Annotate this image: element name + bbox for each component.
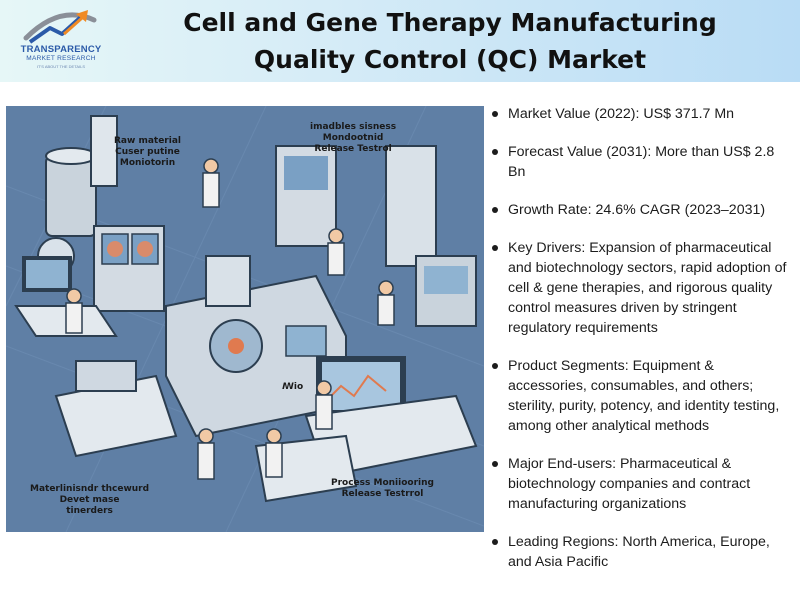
list-item: Growth Rate: 24.6% CAGR (2023–2031) xyxy=(490,200,795,220)
logo-tagline: IT'S ABOUT THE DETAILS xyxy=(36,64,86,69)
list-item-text: Forecast Value (2031): More than US$ 2.8… xyxy=(508,144,775,180)
lab-technicians xyxy=(65,158,395,480)
list-item: Market Value (2022): US$ 371.7 Mn xyxy=(490,104,795,124)
list-item-text: Product Segments: Equipment & accessorie… xyxy=(508,358,780,434)
list-item: Key Drivers: Expansion of pharmaceutical… xyxy=(490,238,795,338)
bullet-icon xyxy=(492,111,498,117)
logo-text-primary: TRANSPARENCY xyxy=(20,44,102,55)
bullet-icon xyxy=(492,207,498,213)
label-release-testing: imadbles sisness Mondootnid Release Test… xyxy=(310,122,397,154)
company-logo[interactable]: TRANSPARENCY MARKET RESEARCH IT'S ABOUT … xyxy=(6,6,116,76)
bullet-icon xyxy=(492,245,498,251)
bullet-icon xyxy=(492,461,498,467)
lab-scene-graphic xyxy=(6,106,484,532)
list-item: Major End-users: Pharmaceutical & biotec… xyxy=(490,454,795,514)
central-processing-machine xyxy=(165,255,347,438)
label-icon-text: ꟿio xyxy=(282,382,304,392)
label-process-monitoring: Process Moniiooring Release Testrrol xyxy=(331,478,434,499)
list-item-text: Major End-users: Pharmaceutical & biotec… xyxy=(508,456,751,512)
list-item-text: Growth Rate: 24.6% CAGR (2023–2031) xyxy=(508,202,766,218)
market-highlights-list: Market Value (2022): US$ 371.7 Mn Foreca… xyxy=(490,104,795,590)
label-material-testing: Materlinisndr thcewurd Devet mase tinerd… xyxy=(30,484,150,516)
label-raw-material: Raw material Cuser putine Moniotorin xyxy=(114,136,181,168)
incubator-cabinet xyxy=(93,225,165,312)
bullet-icon xyxy=(492,363,498,369)
lab-bench-left xyxy=(54,360,178,458)
computer-workstation-left xyxy=(14,256,118,337)
list-item: Leading Regions: North America, Europe, … xyxy=(490,532,795,572)
list-item-text: Leading Regions: North America, Europe, … xyxy=(508,534,770,570)
list-item: Forecast Value (2031): More than US$ 2.8… xyxy=(490,142,795,182)
logo-text-secondary: MARKET RESEARCH xyxy=(26,55,96,62)
lab-illustration: Raw material Cuser putine Moniotorin ima… xyxy=(6,106,484,532)
list-item: Product Segments: Equipment & accessorie… xyxy=(490,356,795,436)
list-item-text: Market Value (2022): US$ 371.7 Mn xyxy=(508,106,735,122)
analyzer-cabinets-right xyxy=(275,145,477,327)
growth-arrow-logo-icon xyxy=(23,10,97,44)
page-title: Cell and Gene Therapy Manufacturing Qual… xyxy=(183,8,717,74)
bullet-icon xyxy=(492,149,498,155)
list-item-text: Key Drivers: Expansion of pharmaceutical… xyxy=(508,240,787,336)
header-banner: TRANSPARENCY MARKET RESEARCH IT'S ABOUT … xyxy=(0,0,800,82)
bullet-icon xyxy=(492,539,498,545)
